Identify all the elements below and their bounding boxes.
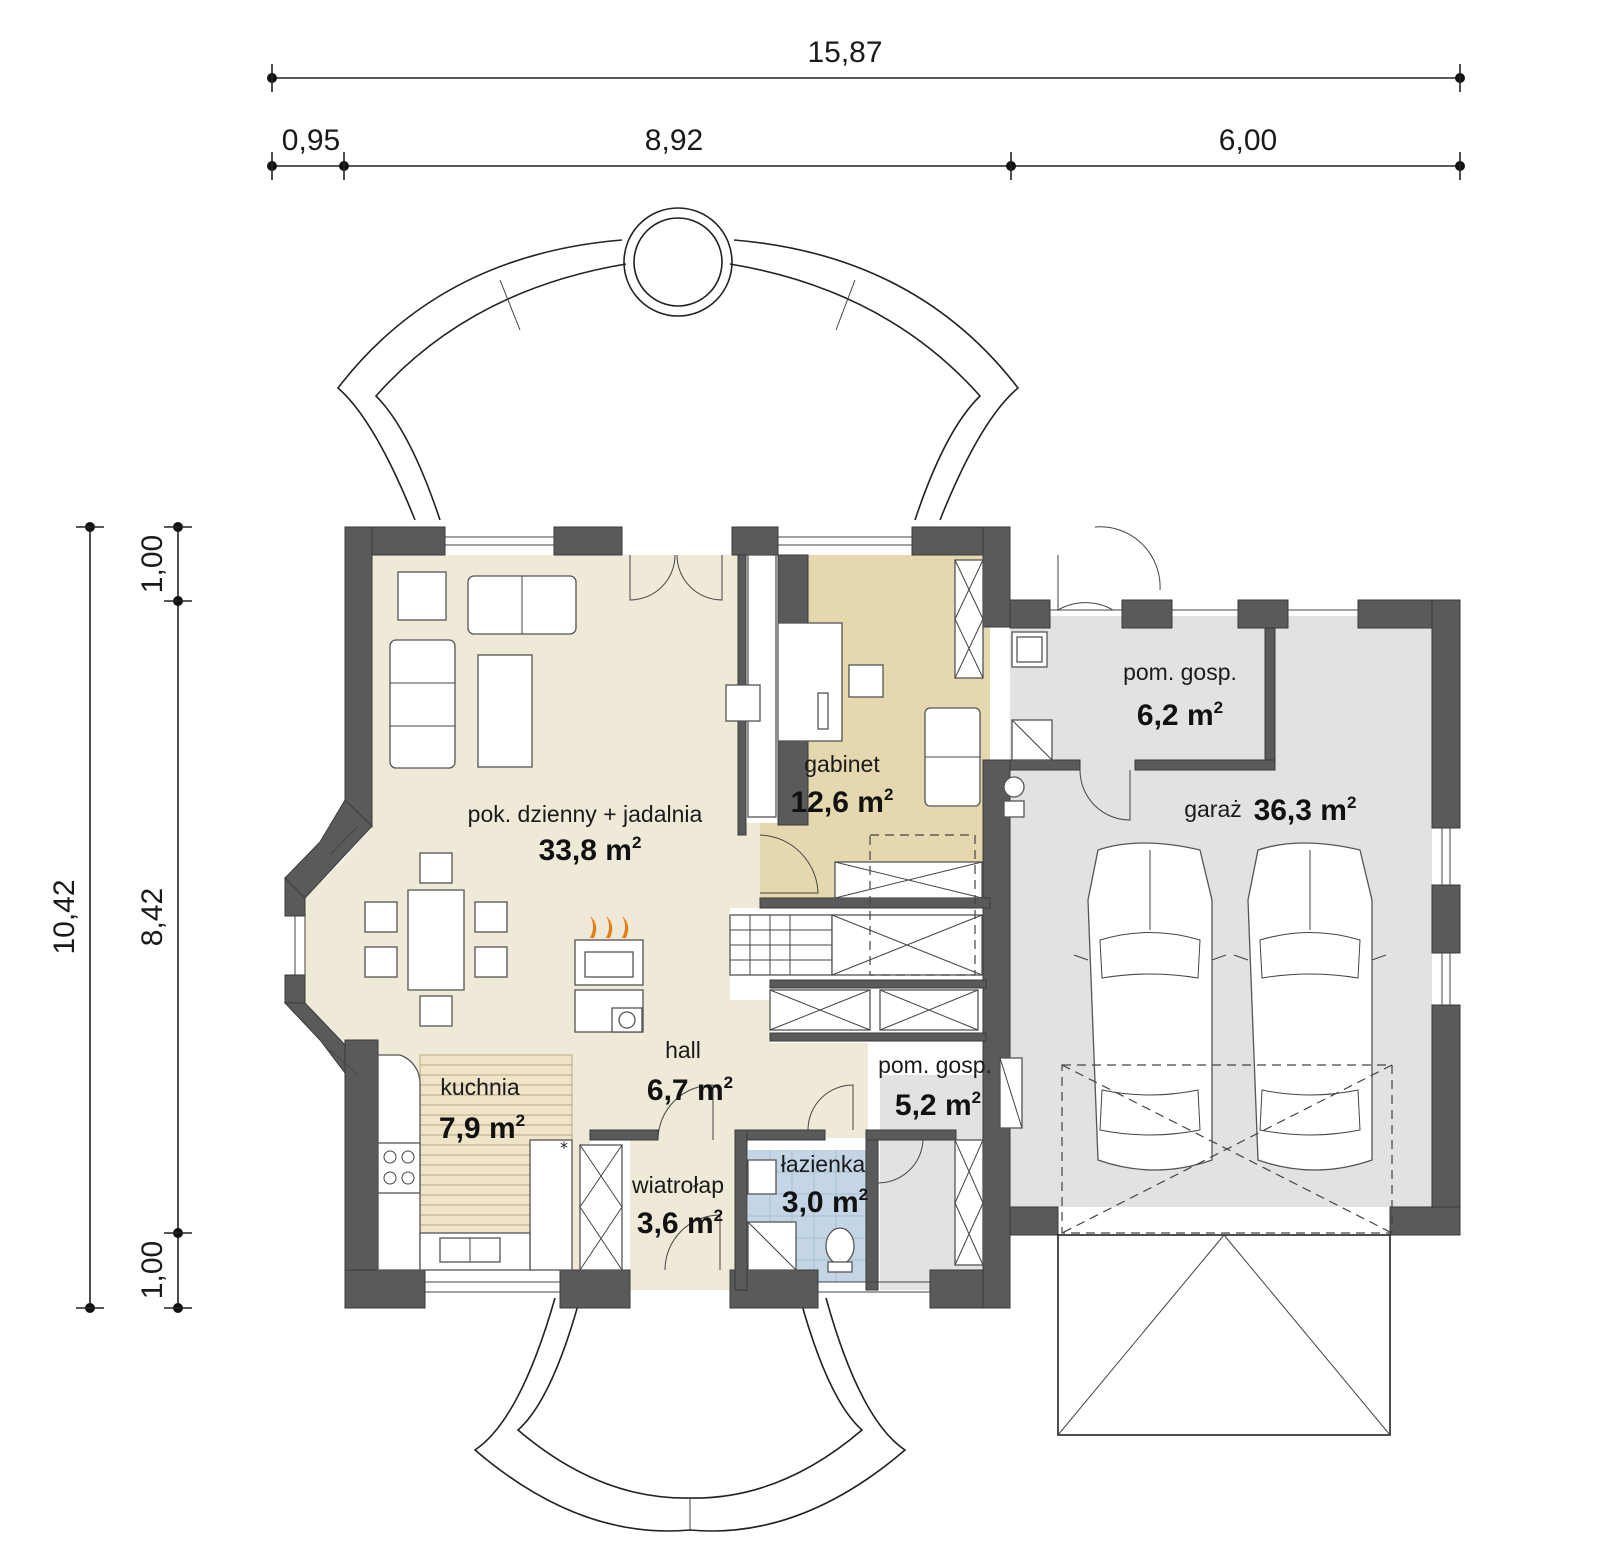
dim-top-seg-3: 6,00 xyxy=(1219,124,1277,157)
armchair xyxy=(397,571,447,621)
dim-left-seg-1: 1,00 xyxy=(136,535,169,593)
dim-left-total: 10,42 xyxy=(48,879,81,954)
garage-door-swing xyxy=(1061,1064,1393,1234)
dim-left-seg-3: 1,00 xyxy=(136,1241,169,1299)
room-utility-1-label: pom. gosp. 6,2 m2 xyxy=(1123,659,1237,732)
room-bathroom-label: łazienka 3,0 m2 xyxy=(781,1151,868,1219)
room-name: pok. dzienny + jadalnia xyxy=(468,801,703,827)
utility-1-furniture xyxy=(1003,631,1053,818)
study-furniture xyxy=(777,559,984,807)
bathroom-furniture xyxy=(747,1159,855,1273)
room-area: 36,3 m2 xyxy=(1254,793,1357,827)
toilet xyxy=(825,1227,855,1265)
room-study-label: gabinet 12,6 m2 xyxy=(791,751,894,819)
wardrobe xyxy=(579,1144,623,1271)
stove xyxy=(377,1142,421,1194)
driveway-roof xyxy=(1057,1234,1391,1436)
room-garage-label: garaż 36,3 m2 xyxy=(1184,793,1356,827)
room-area: 5,2 m2 xyxy=(895,1088,981,1122)
room-kitchen-label: kuchnia 7,9 m2 xyxy=(439,1074,525,1145)
dim-top-seg-2: 8,92 xyxy=(645,124,703,157)
car-right xyxy=(1233,842,1387,1171)
room-area: 33,8 m2 xyxy=(539,833,642,867)
room-area: 3,0 m2 xyxy=(782,1185,868,1219)
room-name: kuchnia xyxy=(440,1074,519,1100)
room-name: pom. gosp. xyxy=(1123,659,1237,685)
room-name: pom. gosp. xyxy=(878,1052,992,1078)
terrace-top xyxy=(336,207,1020,521)
room-hall-label: hall 6,7 m2 xyxy=(647,1037,733,1107)
room-name: garaż xyxy=(1184,796,1242,822)
room-area: 3,6 m2 xyxy=(637,1206,723,1240)
room-area: 12,6 m2 xyxy=(791,785,894,819)
car-left xyxy=(1073,842,1227,1171)
room-name: hall xyxy=(665,1037,701,1063)
wardrobe xyxy=(954,559,984,679)
sofa xyxy=(389,639,456,769)
vestibule-furniture xyxy=(579,1144,623,1271)
dim-top-total: 15,87 xyxy=(807,36,882,69)
coffee-table xyxy=(477,654,533,768)
room-name: wiatrołap xyxy=(631,1172,724,1198)
room-vestibule-label: wiatrołap 3,6 m2 xyxy=(631,1172,724,1240)
kitchen-furniture: * xyxy=(377,1054,573,1271)
wardrobe xyxy=(954,1139,984,1266)
room-area: 6,7 m2 xyxy=(647,1073,733,1107)
room-area: 7,9 m2 xyxy=(439,1111,525,1145)
room-name: łazienka xyxy=(781,1151,866,1177)
desk xyxy=(777,622,843,742)
room-living-label: pok. dzienny + jadalnia 33,8 m2 xyxy=(468,801,703,867)
svg-text:*: * xyxy=(560,1138,568,1157)
staircase xyxy=(729,834,983,1031)
dim-left-seg-2: 8,42 xyxy=(136,888,169,946)
room-name: gabinet xyxy=(804,751,880,777)
room-utility-2-label: pom. gosp. 5,2 m2 xyxy=(878,1052,992,1122)
walls xyxy=(283,526,1461,1309)
terrace-bottom xyxy=(473,1297,907,1532)
left-dimensions: 10,42 1,00 8,42 1,00 xyxy=(48,522,192,1313)
dim-top-seg-1: 0,95 xyxy=(282,124,340,157)
top-dimensions: 15,87 0,95 8,92 6,00 xyxy=(267,36,1465,180)
washbasin xyxy=(747,1159,777,1195)
living-furniture xyxy=(364,554,777,1033)
chair xyxy=(848,664,884,698)
windows xyxy=(294,536,1451,1293)
boiler xyxy=(1003,776,1025,798)
doors xyxy=(629,526,1161,1271)
dining-table xyxy=(407,889,465,991)
room-area: 6,2 m2 xyxy=(1137,698,1223,732)
utility-2-furniture xyxy=(954,1057,1023,1266)
